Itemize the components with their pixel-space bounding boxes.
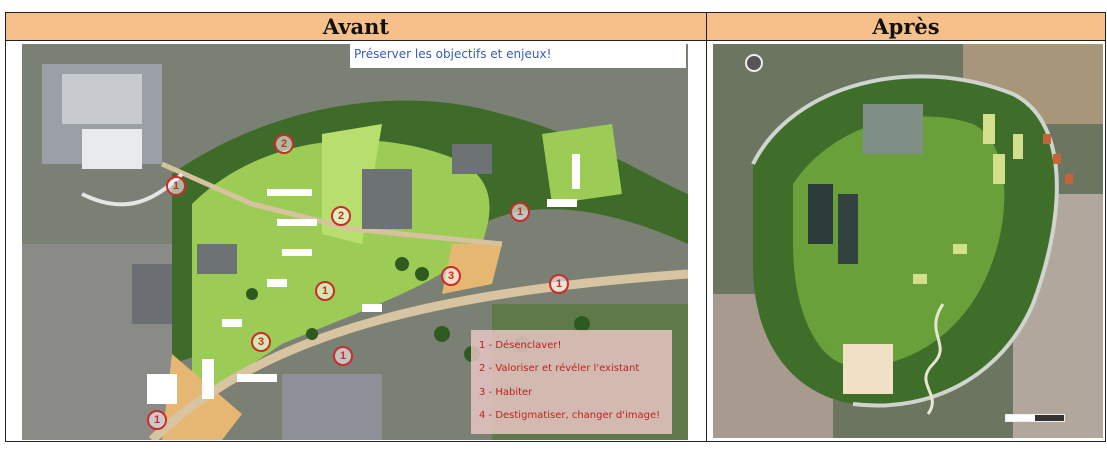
marker-6: 3 (441, 266, 461, 286)
marker-4: 2 (331, 206, 351, 226)
legend-box: 1 - Désenclaver! 2 - Valoriser et révéle… (471, 330, 672, 434)
after-plan-image (713, 44, 1103, 438)
marker-10: 1 (147, 410, 167, 430)
marker-2: 2 (274, 134, 294, 154)
cell-apres (706, 40, 1106, 442)
scale-bar (1005, 414, 1065, 422)
legend-item-2: 2 - Valoriser et révéler l'existant (479, 363, 640, 374)
before-plan-image: Préserver les objectifs et enjeux! 1 2 1… (22, 44, 688, 440)
marker-1: 1 (166, 176, 186, 196)
marker-3: 1 (510, 202, 530, 222)
comparison-table: Avant Après (5, 12, 1106, 442)
marker-5: 1 (315, 281, 335, 301)
header-avant: Avant (5, 12, 707, 41)
compass-icon (745, 54, 763, 72)
legend-item-3: 3 - Habiter (479, 387, 533, 398)
marker-7: 3 (251, 332, 271, 352)
after-aerial-illustration (713, 44, 1103, 438)
marker-9: 1 (333, 346, 353, 366)
cell-avant: Préserver les objectifs et enjeux! 1 2 1… (5, 40, 707, 442)
legend-item-4: 4 - Destigmatiser, changer d'image! (479, 410, 661, 421)
legend-item-1: 1 - Désenclaver! (479, 340, 562, 351)
objectives-banner: Préserver les objectifs et enjeux! (350, 44, 686, 68)
header-apres: Après (706, 12, 1106, 41)
marker-8: 1 (549, 274, 569, 294)
